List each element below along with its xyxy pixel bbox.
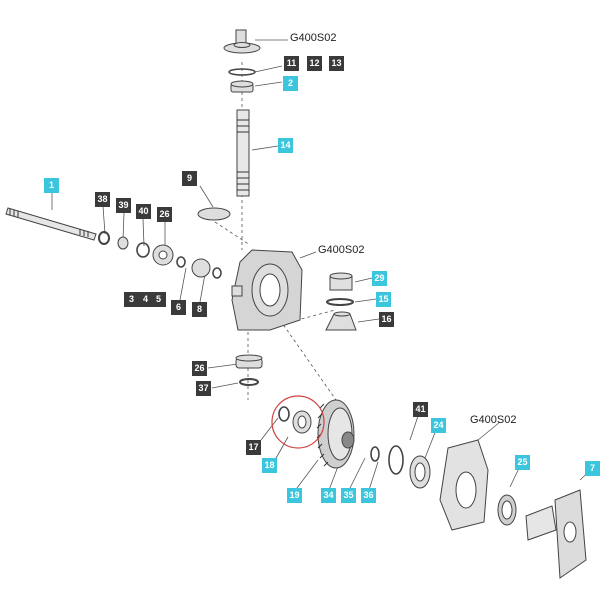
callout-18[interactable]: 18 (262, 458, 277, 473)
ring-part (370, 446, 380, 462)
leader-line (296, 459, 319, 489)
leader-line (348, 457, 366, 491)
callout-2[interactable]: 2 (283, 76, 298, 91)
snap-ring-part (388, 445, 404, 475)
leader-line (199, 273, 206, 303)
ref-label-top[interactable]: G400S02 (290, 32, 337, 44)
leader-line (211, 382, 239, 389)
leader-line (122, 212, 125, 241)
axis-line (279, 319, 351, 421)
gearbox-cover-part (439, 439, 489, 531)
ring-part (176, 256, 186, 268)
callout-26-lower[interactable]: 26 (192, 361, 207, 376)
leader-line (354, 298, 377, 303)
axis-line (214, 221, 251, 246)
callout-16[interactable]: 16 (379, 312, 394, 327)
callout-24[interactable]: 24 (431, 418, 446, 433)
bearing-part (235, 354, 263, 369)
highlight-circle (271, 395, 325, 449)
output-shaft-part (525, 489, 587, 579)
leader-line (354, 277, 373, 283)
callout-15[interactable]: 15 (376, 292, 391, 307)
ref-label-middle[interactable]: G400S02 (318, 244, 365, 256)
ref-label-bottom[interactable]: G400S02 (470, 414, 517, 426)
circlip-part (228, 68, 256, 76)
leader-line (260, 417, 279, 441)
callout-37[interactable]: 37 (196, 381, 211, 396)
bearing-part (230, 80, 254, 93)
callout-11[interactable]: 11 (284, 56, 299, 71)
oil-seal-part (497, 494, 517, 526)
leader-line (254, 81, 283, 87)
input-shaft-part (5, 207, 97, 241)
callout-3[interactable]: 3 (124, 292, 139, 307)
leader-line (207, 363, 239, 369)
leader-line (251, 145, 279, 151)
callout-35[interactable]: 35 (341, 488, 356, 503)
ring-part (278, 406, 290, 422)
leader-line (102, 205, 106, 235)
bevel-pinion-part (197, 207, 231, 221)
leader-line (179, 267, 187, 301)
snap-ring-part (136, 242, 150, 258)
washer-part (191, 258, 211, 278)
bearing-cone-part (325, 311, 357, 331)
bearing-part (409, 455, 431, 489)
callout-6[interactable]: 6 (171, 300, 186, 315)
callout-29[interactable]: 29 (372, 271, 387, 286)
crown-gear-part (316, 399, 355, 469)
top-cap-part (223, 29, 261, 54)
leader-line (274, 436, 289, 461)
gearbox-housing-part (231, 249, 303, 331)
leader-line (254, 65, 283, 73)
seal-part (239, 378, 259, 386)
ring-part (98, 231, 110, 245)
callout-39[interactable]: 39 (116, 198, 131, 213)
callout-41[interactable]: 41 (413, 402, 428, 417)
seal-part (326, 298, 354, 306)
callout-13[interactable]: 13 (329, 56, 344, 71)
bearing-part (152, 244, 174, 266)
leader-line (299, 251, 317, 259)
callout-38[interactable]: 38 (95, 192, 110, 207)
callout-9[interactable]: 9 (182, 171, 197, 186)
ring-part (117, 236, 129, 250)
leader-line (142, 218, 145, 247)
callout-25[interactable]: 25 (515, 455, 530, 470)
callout-4[interactable]: 4 (138, 292, 153, 307)
callout-17[interactable]: 17 (246, 440, 261, 455)
callout-8[interactable]: 8 (192, 302, 207, 317)
bushing-part (329, 272, 353, 291)
callout-36[interactable]: 36 (361, 488, 376, 503)
callout-12[interactable]: 12 (307, 56, 322, 71)
callout-7[interactable]: 7 (585, 461, 600, 476)
ring-part (212, 267, 222, 279)
vertical-shaft-part (236, 109, 250, 197)
callout-34[interactable]: 34 (321, 488, 336, 503)
callout-40[interactable]: 40 (136, 204, 151, 219)
leader-line (357, 318, 380, 323)
callout-26[interactable]: 26 (157, 207, 172, 222)
bearing-part (292, 410, 312, 434)
leader-line (199, 185, 214, 208)
callout-19[interactable]: 19 (287, 488, 302, 503)
callout-1[interactable]: 1 (44, 178, 59, 193)
leader-line (368, 461, 379, 491)
callout-14[interactable]: 14 (278, 138, 293, 153)
callout-5[interactable]: 5 (151, 292, 166, 307)
